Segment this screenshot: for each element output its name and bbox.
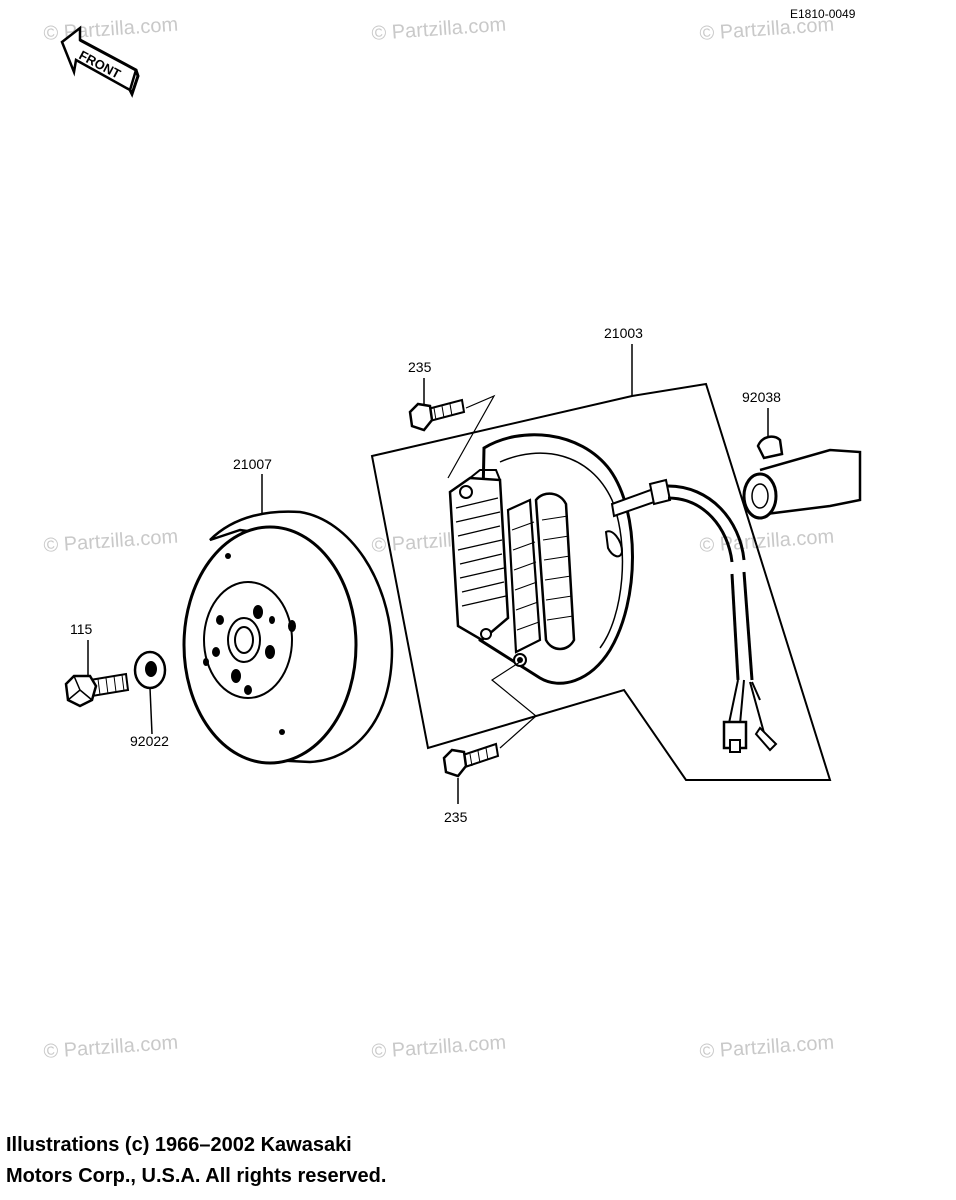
callout-235-top: 235	[408, 359, 432, 375]
stator-bolt-top	[408, 398, 466, 432]
drawing-number: E1810-0049	[790, 7, 856, 21]
flywheel-bolt	[64, 672, 130, 708]
watermarks: © Partzilla.com © Partzilla.com © Partzi…	[43, 14, 835, 1063]
callout-21003: 21003	[604, 325, 643, 341]
washer	[133, 650, 167, 690]
copyright-line-1: Illustrations (c) 1966–2002 Kawasaki	[6, 1134, 352, 1156]
stator-plate	[448, 433, 672, 685]
leader-line	[490, 661, 537, 749]
copyright-line-2: Motors Corp., U.S.A. All rights reserved…	[6, 1165, 387, 1187]
stator-bolt-bottom	[442, 742, 500, 778]
watermark: © Partzilla.com	[43, 526, 179, 557]
woodruff-key	[756, 435, 784, 460]
leader-line	[149, 687, 153, 735]
callout-92038: 92038	[742, 389, 781, 405]
watermark: © Partzilla.com	[699, 1032, 835, 1063]
crankshaft-end	[742, 448, 862, 520]
callout-115: 115	[70, 621, 93, 637]
watermark: © Partzilla.com	[371, 14, 507, 45]
assembly-frame	[370, 382, 832, 781]
callout-21007: 21007	[233, 456, 272, 472]
watermark: © Partzilla.com	[699, 526, 835, 557]
copyright-notice: Illustrations (c) 1966–2002 Kawasaki Mot…	[6, 1130, 386, 1192]
callout-235-bottom: 235	[444, 809, 468, 825]
watermark: © Partzilla.com	[43, 1032, 179, 1063]
flywheel-rotor	[182, 510, 394, 765]
callout-92022: 92022	[130, 733, 169, 749]
watermark: © Partzilla.com	[371, 1032, 507, 1063]
wire-harness	[667, 484, 778, 753]
leader-line	[447, 394, 496, 479]
